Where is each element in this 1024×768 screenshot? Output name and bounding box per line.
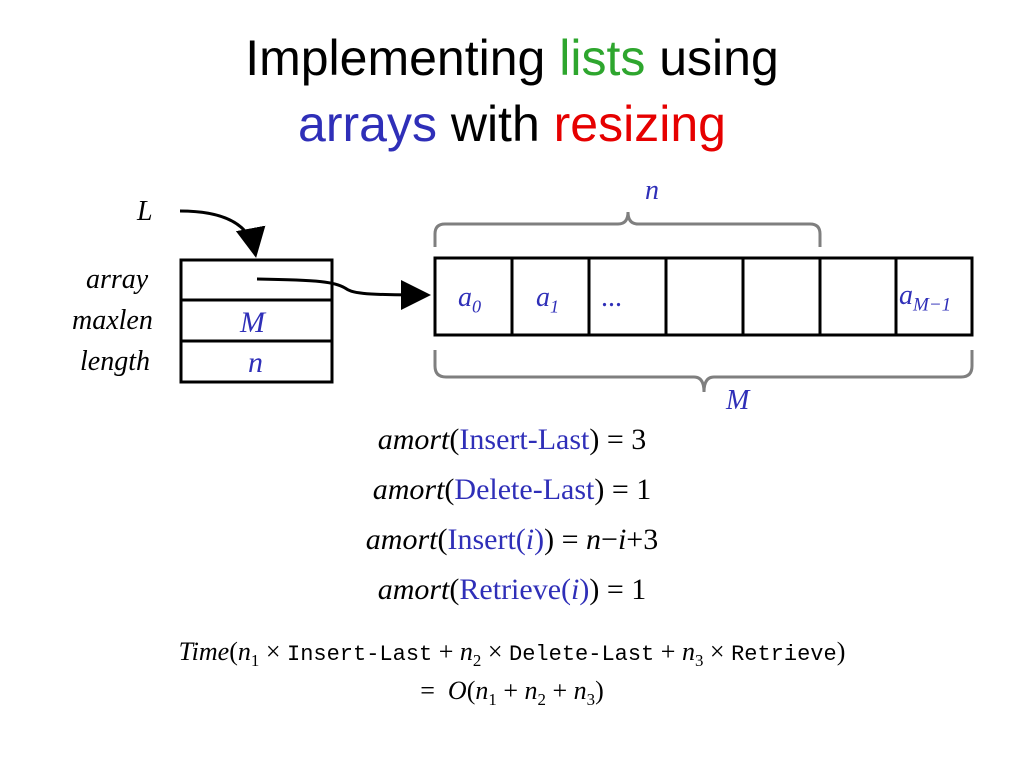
time-op1: Insert-Last [287,642,433,667]
cost-insert-last: amort(Insert-Last) = 3 [377,423,647,456]
field-label-maxlen: maxlen [72,305,153,336]
cost-arg: i [525,523,535,556]
time-s3: 3 [694,651,704,671]
time-s1: 1 [250,651,260,671]
field-label-array: array [86,264,149,295]
sum-s3: 3 [586,690,596,710]
time-formula-line2: = O(n1 + n2 + n3) [420,676,604,710]
sum-n3: n [573,676,587,705]
cell-a0: a0 [458,282,481,318]
cost-op: Delete-Last [454,473,595,506]
cost-rhs-minus: − [601,523,618,556]
time-op3: Retrieve [731,642,837,667]
cell-last-base: a [899,280,913,311]
big-o: O [447,676,467,705]
title-with-word: with [436,96,554,152]
slide-title: Implementing lists using [0,30,1024,86]
time-n1: n [237,637,251,666]
cost-fn: amort [377,423,450,456]
cost-rhs: = 1 [599,573,647,606]
title-lists-word: lists [559,30,646,86]
cell-a0-base: a [458,282,472,313]
cell-a1-sub: 1 [550,296,560,317]
cost-op: Insert( [447,523,526,556]
title-line1-a: Implementing [245,30,560,86]
bottom-brace-label: M [726,385,750,416]
cell-ellipsis: ... [601,282,622,313]
time-formula-line1: Time(n1 × Insert-Last + n2 × Delete-Last… [178,637,846,671]
cost-rhs-b: +3 [626,523,659,556]
cost-rhs-a: ) = [544,523,587,556]
slide-title-line2: arrays with resizing [0,96,1024,152]
cell-a1: a1 [536,282,559,318]
sum-s2: 2 [537,690,546,710]
sum-n1: n [475,676,489,705]
top-brace [433,211,822,247]
cell-a0-sub: 0 [472,296,482,317]
cell-last-sub: M−1 [913,294,952,316]
time-fn: Time [178,637,230,666]
cost-insert-i: amort(Insert(i)) = n−i+3 [365,523,659,556]
cost-fn: amort [365,523,438,556]
title-line1-c: using [645,30,779,86]
cost-fn: amort [372,473,445,506]
maxlen-value: M [240,306,265,339]
sum-s1: 1 [488,690,497,710]
field-label-length: length [80,346,150,377]
bottom-brace [433,350,974,393]
sum-n2: n [524,676,538,705]
cost-op: Retrieve( [459,573,572,606]
list-pointer-label: L [137,196,153,227]
cost-rhs: = 1 [604,473,652,506]
time-op2: Delete-Last [509,642,655,667]
title-resizing-word: resizing [553,96,726,152]
cost-delete-last: amort(Delete-Last) = 1 [372,473,652,506]
struct-length-cell [179,339,334,384]
array-outline [433,256,974,337]
l-pointer-arrow [179,209,266,258]
time-s2: 2 [472,651,482,671]
cost-rhs-i: i [617,523,627,556]
cost-retrieve-i: amort(Retrieve(i)) = 1 [377,573,647,606]
time-n3: n [681,637,695,666]
cost-rhs: = 3 [599,423,647,456]
array-pointer-arrow [256,277,431,310]
top-brace-label: n [645,175,659,206]
length-value: n [248,346,263,379]
cell-a1-base: a [536,282,550,313]
time-n2: n [459,637,473,666]
cell-last: aM−1 [899,280,951,317]
cost-arg: i [571,573,580,606]
cost-rhs-n: n [586,523,602,556]
cost-op: Insert-Last [459,423,590,456]
title-arrays-word: arrays [298,96,437,152]
cost-fn: amort [377,573,450,606]
